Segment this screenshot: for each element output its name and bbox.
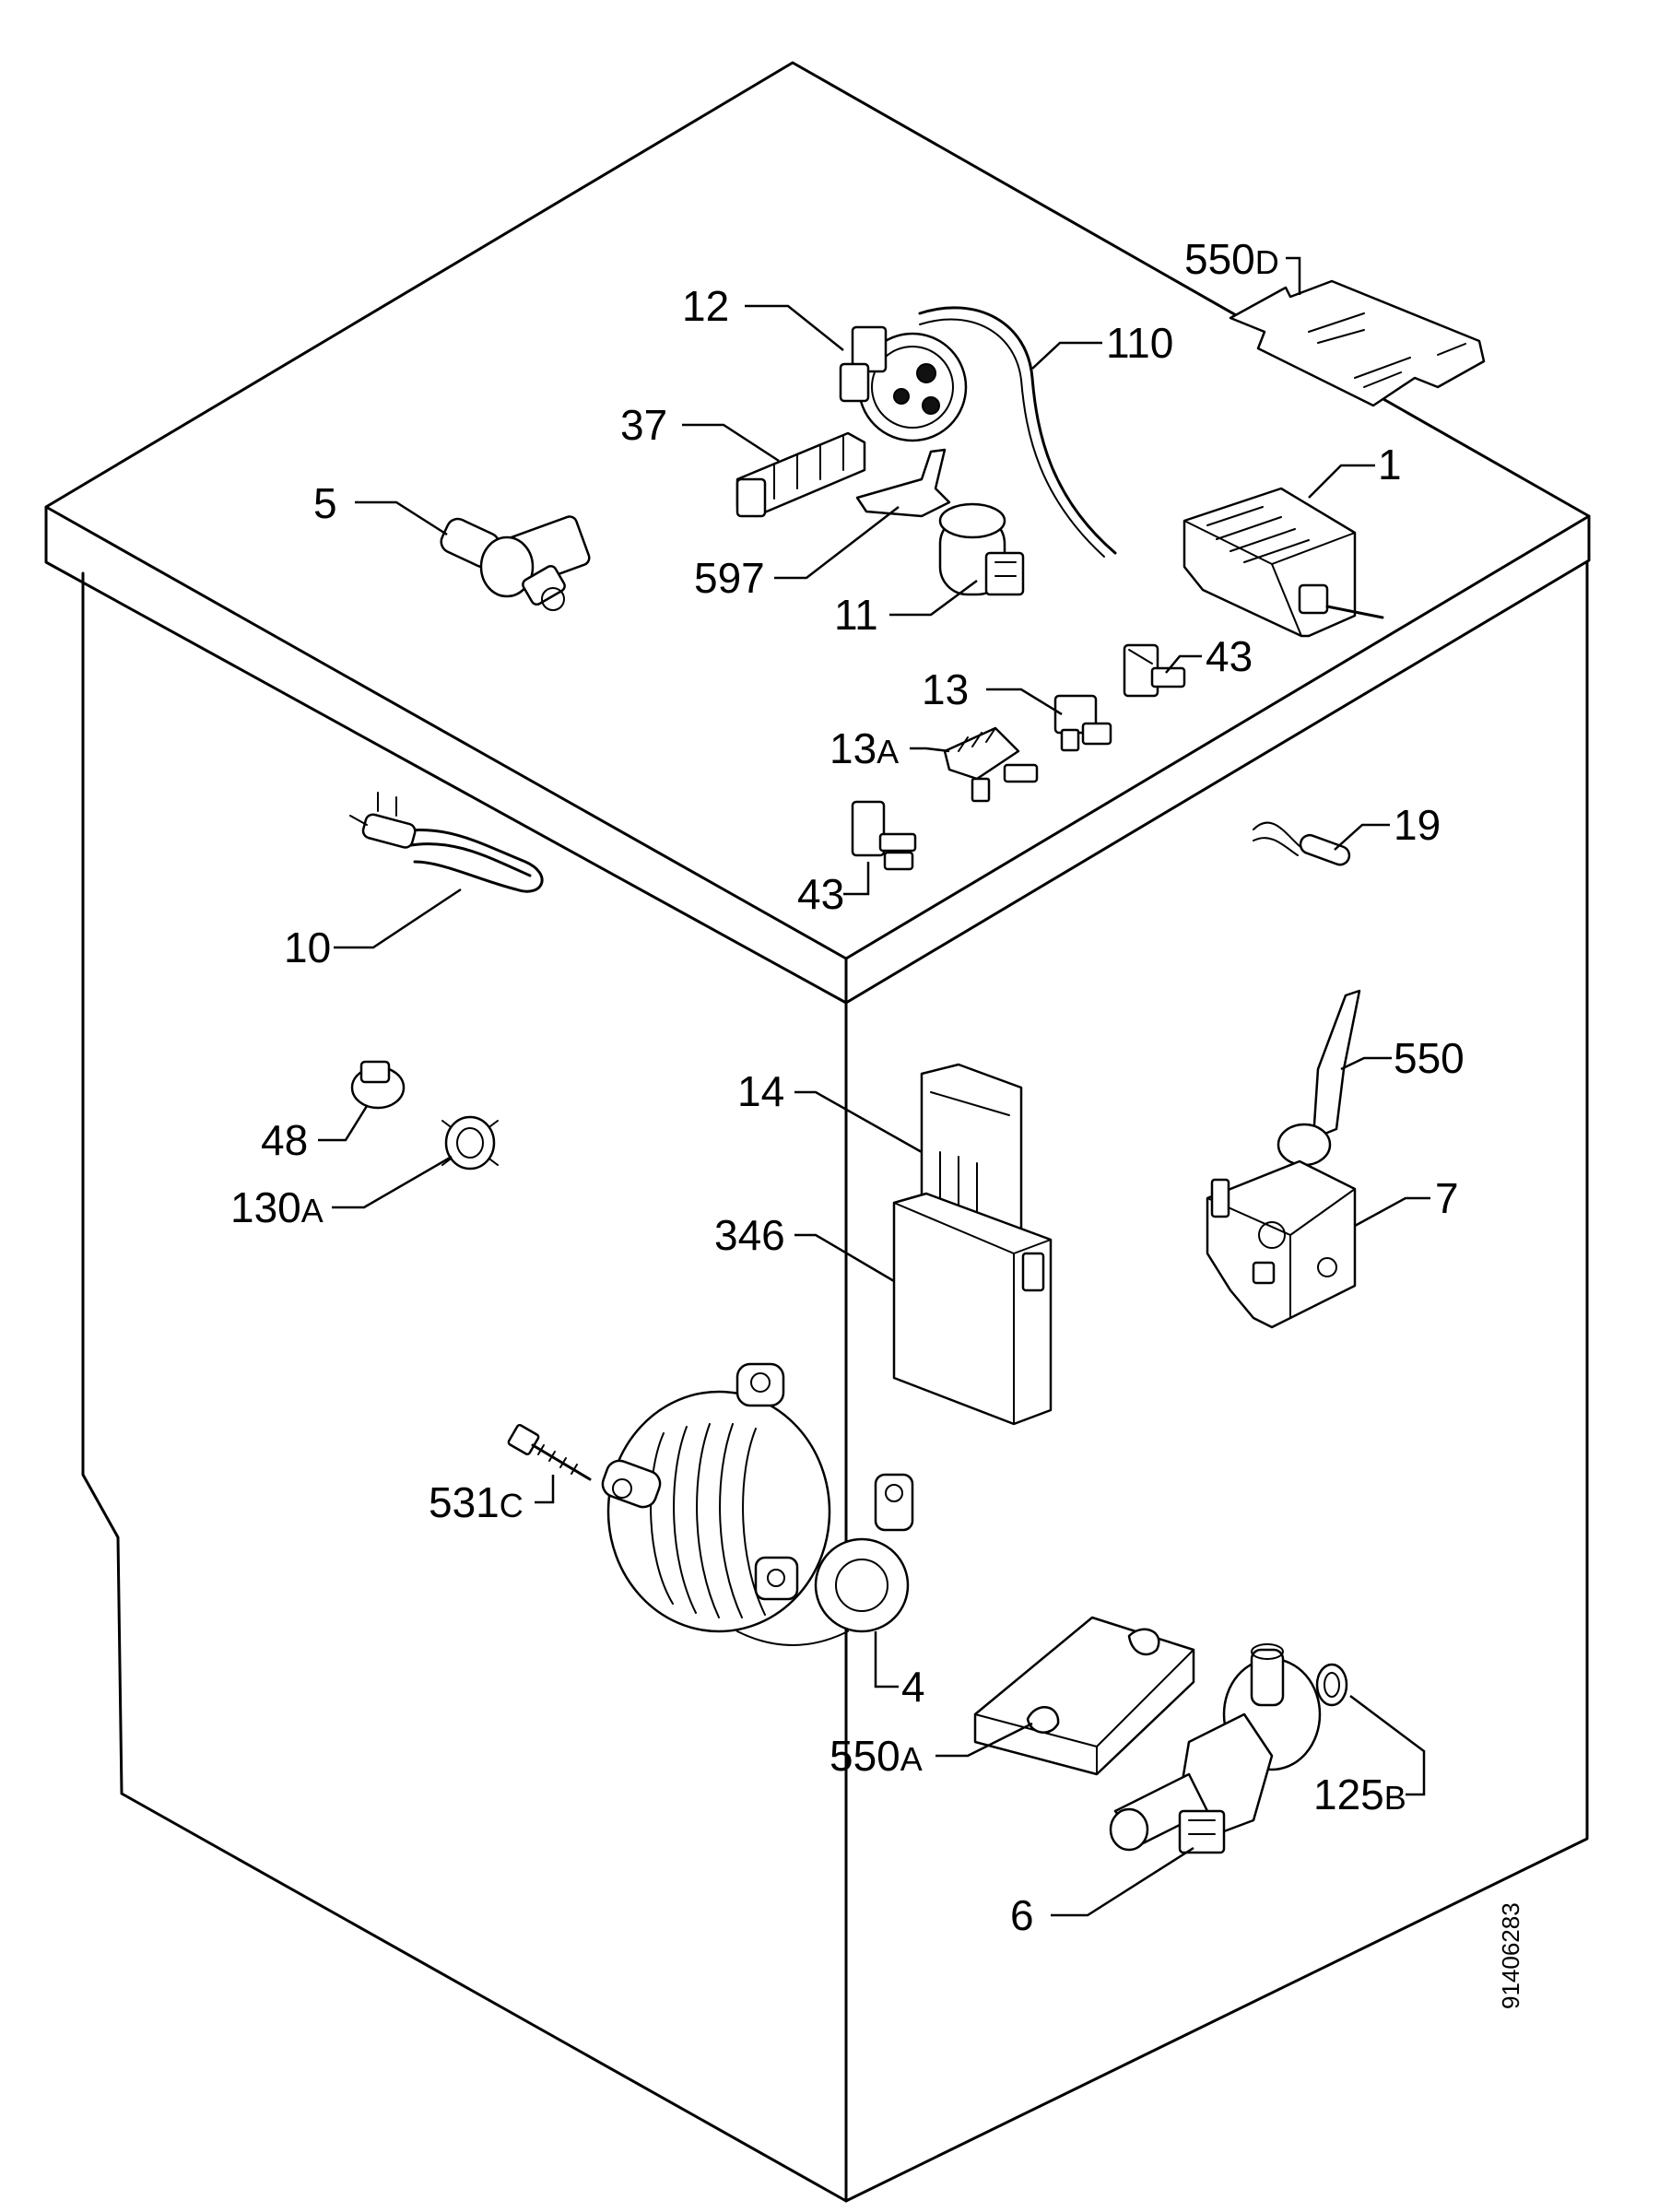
part-7-door-lock (1206, 1159, 1357, 1329)
part-6-drain-pump (1109, 1643, 1322, 1854)
callout-11: 11 (834, 591, 878, 639)
cabinet-top-panel (44, 61, 1591, 960)
part-48-switch (350, 1060, 406, 1110)
part-11-capacitor (938, 502, 1025, 596)
callout-6: 6 (1010, 1891, 1034, 1939)
part-43-connector-upper (1123, 643, 1186, 698)
leader-lines (318, 256, 1430, 1917)
callout-1: 1 (1378, 441, 1402, 488)
callout-550D: 550D (1184, 235, 1279, 283)
part-10-heating-element (349, 792, 544, 893)
part-550A-foam-block (973, 1616, 1195, 1776)
part-4-motor (601, 1362, 914, 1646)
callout-48: 48 (261, 1116, 308, 1164)
callout-550A: 550A (830, 1732, 923, 1780)
part-550D-cover-plate (1229, 279, 1486, 407)
callout-5: 5 (313, 479, 337, 527)
callout-labels: 550D 12 110 37 5 1 597 11 43 13 13A 19 4… (230, 235, 1465, 1939)
part-5-inlet-valve (440, 515, 591, 611)
callout-531C: 531C (429, 1478, 524, 1526)
part-346-dispenser-box (892, 1192, 1053, 1426)
part-43-connector-lower (851, 800, 917, 871)
part-13-connector (1053, 694, 1112, 752)
callout-110: 110 (1106, 319, 1173, 367)
part-19-sensor (1253, 821, 1351, 866)
part-550-support-arm (1277, 989, 1361, 1167)
callout-550: 550 (1394, 1034, 1465, 1082)
cabinet-left-wall (81, 571, 848, 2203)
part-125B-seal-ring (1315, 1663, 1348, 1707)
callout-43-lower: 43 (797, 870, 844, 918)
callout-19: 19 (1394, 801, 1441, 849)
callout-37: 37 (620, 401, 667, 449)
callout-130A: 130A (230, 1183, 324, 1231)
callout-10: 10 (284, 924, 331, 971)
callout-12: 12 (682, 282, 729, 330)
callout-13: 13 (922, 665, 969, 713)
callout-597: 597 (694, 554, 765, 602)
document-number: 91406283 (1497, 1902, 1524, 2009)
part-1-timer (1182, 487, 1384, 638)
part-531C-bolt (507, 1423, 592, 1481)
callout-13A: 13A (830, 724, 899, 772)
callout-7: 7 (1435, 1174, 1459, 1222)
part-597-bracket (855, 448, 951, 518)
callout-346: 346 (714, 1211, 785, 1259)
cabinet-right-wall (844, 560, 1589, 2203)
part-37-terminal-block (735, 431, 866, 518)
cabinet-top-edge (44, 505, 1591, 1005)
part-130A-gear (441, 1115, 499, 1171)
part-12-pressure-switch (839, 325, 968, 442)
callout-43-upper: 43 (1206, 632, 1253, 680)
callout-4: 4 (901, 1663, 925, 1711)
callout-14: 14 (737, 1067, 784, 1115)
part-13A-connector (943, 726, 1039, 803)
part-110-hose (918, 306, 1117, 555)
callout-125B: 125B (1313, 1771, 1406, 1818)
